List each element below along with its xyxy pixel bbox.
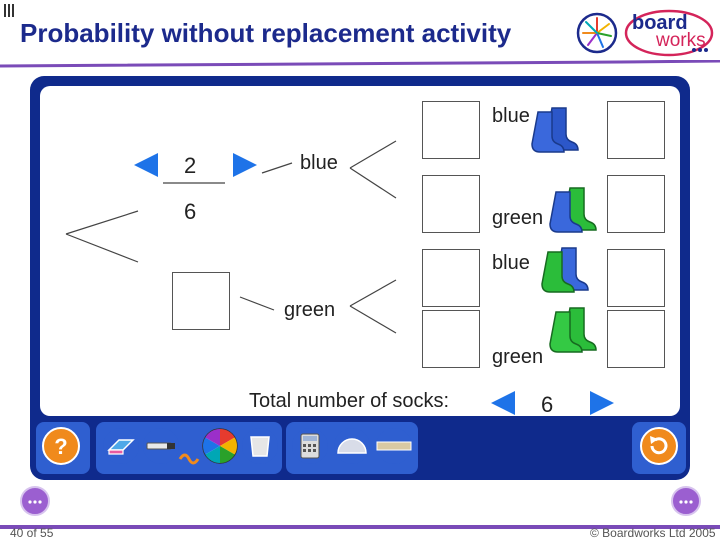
pen-icon[interactable]: [141, 426, 181, 466]
outcome-label-3: blue: [492, 252, 530, 274]
color-wheel-icon[interactable]: [200, 426, 240, 466]
eraser-icon[interactable]: [101, 426, 141, 466]
total-socks-label: Total number of socks:: [249, 390, 450, 412]
green-green-probability-input[interactable]: [422, 310, 480, 368]
ruler-icon[interactable]: [374, 426, 414, 466]
curve-tool-icon[interactable]: [178, 450, 200, 468]
blue-green-result-input[interactable]: [607, 175, 665, 233]
green-green-socks-icon: [549, 307, 597, 353]
green-green-result-input[interactable]: [607, 310, 665, 368]
branch-label-green: green: [284, 299, 336, 321]
numerator-increase-arrow[interactable]: [231, 151, 259, 179]
branch-label-blue: blue: [300, 152, 338, 174]
boardworks-logo: board works: [624, 8, 716, 58]
bin-icon[interactable]: [240, 426, 280, 466]
green-blue-probability-input[interactable]: [422, 249, 480, 307]
reset-icon[interactable]: [639, 426, 679, 466]
outcome-label-2: green: [492, 207, 544, 229]
page-title: Probability without replacement activity: [20, 18, 512, 48]
previous-slide-button[interactable]: [19, 485, 51, 517]
svg-text:?: ?: [54, 434, 67, 459]
green-blue-result-input[interactable]: [607, 249, 665, 307]
calculator-icon[interactable]: [290, 426, 330, 466]
outcome-label-4: green: [492, 346, 544, 368]
menu-bars-icon[interactable]: [3, 4, 17, 18]
blue-green-probability-input[interactable]: [422, 175, 480, 233]
green-blue-socks-icon: [541, 247, 589, 293]
first-fraction-numerator: 2: [184, 153, 197, 178]
green-probability-input[interactable]: [172, 272, 230, 330]
total-increase-arrow[interactable]: [588, 389, 616, 417]
blue-blue-probability-input[interactable]: [422, 101, 480, 159]
first-fraction-denominator: 6: [184, 199, 197, 224]
copyright: © Boardworks Ltd 2005: [590, 526, 716, 540]
blue-green-socks-icon: [549, 187, 597, 233]
help-icon[interactable]: ?: [41, 426, 81, 466]
compass-icon: [576, 12, 618, 54]
protractor-icon[interactable]: [332, 426, 372, 466]
total-decrease-arrow[interactable]: [489, 389, 517, 417]
next-slide-button[interactable]: [670, 485, 702, 517]
outcome-label-1: blue: [492, 105, 530, 127]
logo-text-top: board: [632, 12, 688, 34]
slide-number: 40 of 55: [10, 526, 54, 540]
header-divider: [0, 60, 720, 68]
blue-blue-result-input[interactable]: [607, 101, 665, 159]
total-socks-value: 6: [541, 392, 554, 417]
numerator-decrease-arrow[interactable]: [132, 151, 160, 179]
footer-divider: [0, 525, 720, 529]
logo-text-bottom: works: [656, 30, 706, 51]
blue-blue-socks-icon: [531, 107, 579, 153]
